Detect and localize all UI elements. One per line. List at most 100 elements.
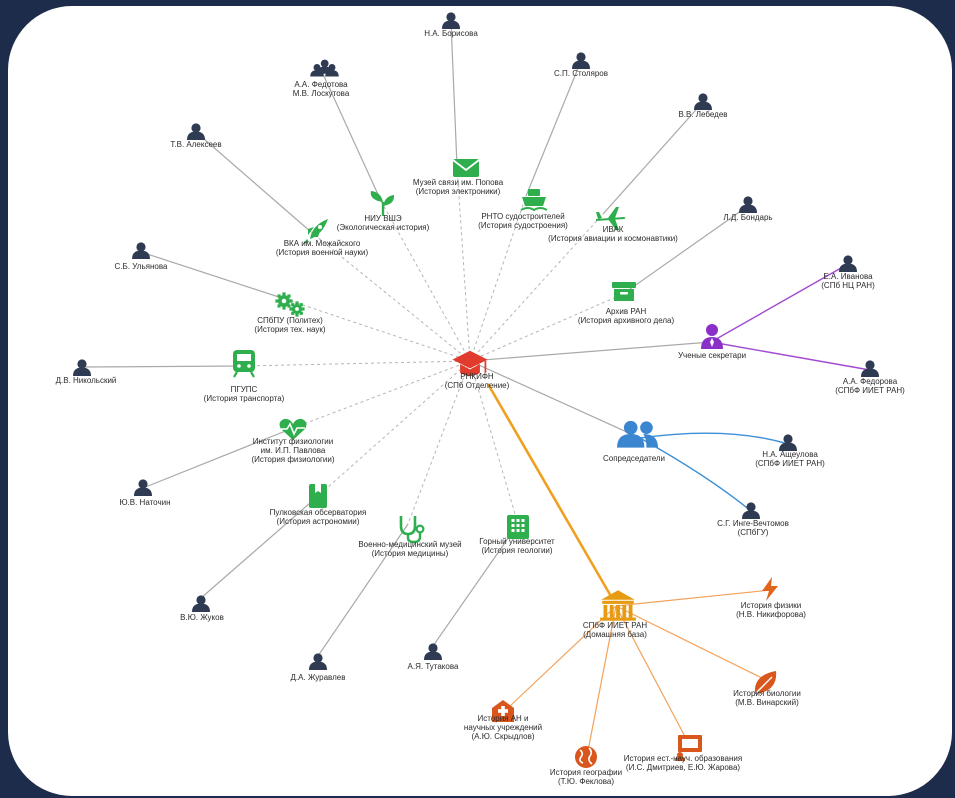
person-icon [839, 255, 857, 272]
institution-node-vka[interactable]: ВКА им. Можайского(История военной науки… [276, 219, 369, 257]
person-node-ashchulova-label-2: (СПбФ ИИЕТ РАН) [755, 459, 825, 468]
person-node-stolyarov[interactable]: С.П. Столяров [554, 52, 608, 78]
person-node-ashchulova[interactable]: Н.А. Ащеулова(СПбФ ИИЕТ РАН) [755, 434, 825, 468]
institution-node-spbpu[interactable]: СПбПУ (Политех)(История тех. наук) [254, 292, 326, 334]
nodes-layer: РНКИФН(СПб Отделение) Музей связи им. Поп… [56, 12, 905, 786]
edge-center-cochairs [469, 360, 641, 439]
institution-node-pgups[interactable]: ПГУПС(История транспорта) [204, 350, 285, 403]
center-node-rnkifn-label-2: (СПб Отделение) [445, 381, 510, 390]
institution-node-vshe-label-2: (Экологическая история) [337, 223, 430, 232]
person-node-nikolsky-label-1: Д.В. Никольский [56, 376, 117, 385]
subject-node-edu-label-1: История ест.-науч. образования [624, 754, 742, 763]
person-node-fedorova-label-1: А.А. Федорова [843, 377, 898, 386]
person-node-fedotova-label-2: М.В. Лоскутова [293, 89, 350, 98]
edge-secretaries-fedorova [710, 341, 871, 371]
person-node-tutakova[interactable]: А.Я. Тутакова [408, 643, 459, 671]
edge-center-vmm [407, 360, 471, 525]
person-node-nathochin[interactable]: Ю.В. Наточин [119, 479, 171, 507]
envelope-icon [452, 159, 480, 177]
hub-node-iiet-label-1: СПбФ ИИЕТ РАН [583, 621, 647, 630]
edge-center-iiet [486, 383, 614, 599]
building-icon [507, 515, 529, 539]
institution-node-pulkovo-label-1: Пулковская обсерватория [270, 508, 367, 517]
hub-node-secretaries-label-1: Ученые секретари [678, 351, 746, 360]
institution-node-ivak[interactable]: ИВАК(История авиации и космонавтики) [548, 207, 678, 243]
person-icon [694, 93, 712, 110]
edges-layer [81, 21, 871, 757]
hub-node-iiet[interactable]: СПбФ ИИЕТ РАН(Домашняя база) [583, 590, 647, 639]
subject-node-edu[interactable]: История ест.-науч. образования(И.С. Дмит… [624, 735, 742, 772]
institution-node-rhto-label-2: (История судостроения) [478, 221, 568, 230]
institution-node-rhto[interactable]: РНТО судостроителей(История судостроения… [478, 189, 568, 230]
institution-node-pulkovo[interactable]: Пулковская обсерватория(История астроном… [270, 484, 367, 526]
person-node-fedorova[interactable]: А.А. Федорова(СПбФ ИИЕТ РАН) [835, 360, 905, 395]
subject-node-an-label-1: История АН и [477, 714, 528, 723]
institution-node-gorny[interactable]: Горный университет(История геологии) [479, 515, 555, 555]
edge-center-pulkovo [317, 360, 471, 497]
subject-node-geo-label-2: (Т.Ю. Феклова) [558, 777, 614, 786]
institution-node-arhiv[interactable]: Архив РАН(История архивного дела) [578, 282, 675, 325]
edge-iiet-an [509, 605, 617, 707]
institution-node-vka-label-2: (История военной науки) [276, 248, 369, 257]
edge-iiet-edu [615, 605, 691, 747]
person-node-lebedev[interactable]: В.В. Лебедев [678, 93, 728, 119]
institution-node-vmm-label-1: Военно-медицинский музей [358, 540, 461, 549]
person-node-inge[interactable]: С.Г. Инге-Вечтомов(СПбГУ) [717, 502, 789, 537]
edge-center-vka [310, 231, 471, 362]
person-node-alekseev[interactable]: Т.В. Алексеев [170, 123, 222, 149]
person-node-zhukov[interactable]: В.Ю. Жуков [180, 595, 224, 622]
institution-node-arhiv-label-2: (История архивного дела) [578, 316, 675, 325]
users-icon [617, 420, 658, 448]
edge-iiet-bio [615, 605, 767, 681]
person-node-borisova[interactable]: Н.А. Борисова [424, 12, 478, 38]
person-node-bondar[interactable]: Л.Д. Бондарь [723, 196, 773, 222]
institution-node-pavlov-label-1: Институт физиологии [253, 437, 333, 446]
institution-node-pgups-label-2: (История транспорта) [204, 394, 285, 403]
hub-node-secretaries[interactable]: Ученые секретари [678, 324, 746, 360]
person-icon [134, 479, 152, 496]
institution-node-popov-label-2: (История электроники) [416, 187, 501, 196]
institution-node-popov[interactable]: Музей связи им. Попова(История электрони… [413, 159, 504, 196]
archive-box-icon [612, 282, 636, 301]
person-node-lebedev-label-1: В.В. Лебедев [678, 110, 727, 119]
center-node-rnkifn[interactable]: РНКИФН(СПб Отделение) [445, 350, 510, 390]
person-node-fedotova-label-1: А.А. Федотова [294, 80, 348, 89]
person-node-stolyarov-label-1: С.П. Столяров [554, 69, 608, 78]
subject-node-phys-label-2: (Н.В. Никифорова) [736, 610, 806, 619]
person-node-zhuravlev[interactable]: Д.А. Журавлев [291, 653, 346, 682]
network-diagram: РНКИФН(СПб Отделение) Музей связи им. Поп… [56, 12, 905, 786]
person-icon [442, 12, 460, 29]
heartbeat-icon [279, 418, 307, 440]
subject-node-geo[interactable]: История географии(Т.Ю. Феклова) [550, 746, 622, 786]
person-node-ulyanova[interactable]: С.Б. Ульянова [115, 242, 168, 271]
institution-node-vshe[interactable]: НИУ ВШЭ(Экологическая история) [337, 191, 430, 232]
edge-rhto-stolyarov [525, 60, 582, 197]
institution-node-vmm[interactable]: Военно-медицинский музей(История медицин… [358, 516, 462, 558]
subject-node-phys[interactable]: История физики(Н.В. Никифорова) [736, 577, 806, 619]
secretary-icon [701, 324, 723, 349]
rocket-icon [303, 219, 328, 244]
person-node-alekseev-label-1: Т.В. Алексеев [170, 140, 221, 149]
person-node-nikolsky[interactable]: Д.В. Никольский [56, 359, 117, 385]
subject-node-bio[interactable]: История биологии(М.В. Винарский) [733, 671, 801, 707]
institution-node-arhiv-label-1: Архив РАН [606, 307, 647, 316]
edge-iiet-geo [586, 605, 617, 757]
institution-node-pgups-label-1: ПГУПС [231, 385, 258, 394]
edge-center-arhiv [469, 293, 624, 362]
edge-center-vshe [380, 200, 471, 362]
book-icon [309, 484, 327, 508]
person-node-ivanova[interactable]: Е.А. Иванова(СПб НЦ РАН) [821, 255, 875, 290]
subject-node-phys-label-1: История физики [741, 601, 801, 610]
edge-center-pgups [243, 360, 471, 367]
person-node-ulyanova-label-1: С.Б. Ульянова [115, 262, 168, 271]
train-icon [233, 350, 255, 378]
edge-center-popov [456, 165, 471, 362]
hub-node-cochairs[interactable]: Сопредседатели [603, 420, 665, 463]
person-node-zhukov-label-1: В.Ю. Жуков [180, 613, 224, 622]
hub-node-cochairs-label-1: Сопредседатели [603, 454, 665, 463]
person-node-fedorova-label-2: (СПбФ ИИЕТ РАН) [835, 386, 905, 395]
institution-node-ivak-label-2: (История авиации и космонавтики) [548, 234, 678, 243]
